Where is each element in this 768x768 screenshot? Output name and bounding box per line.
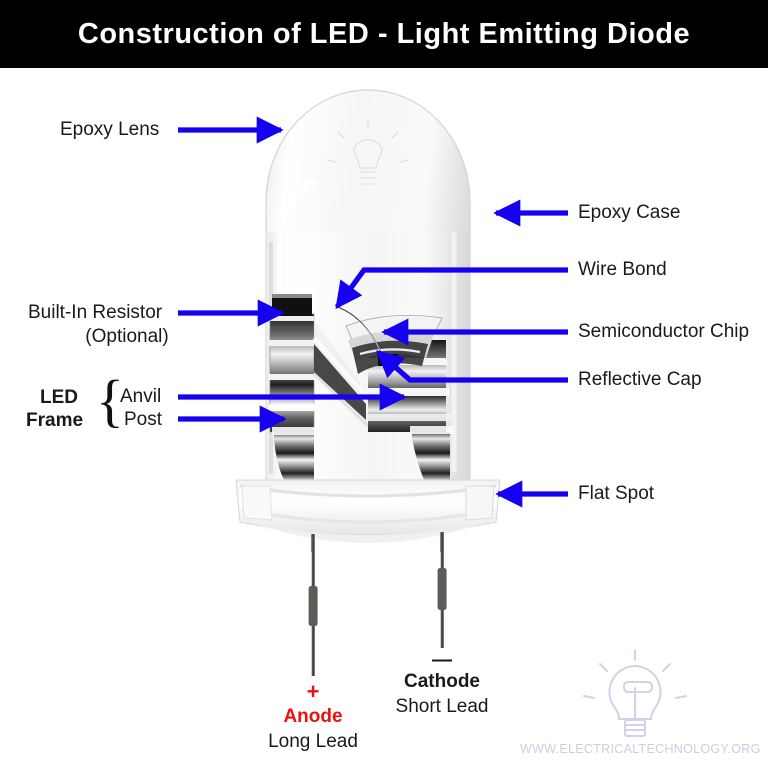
title-bar: Construction of LED - Light Emitting Dio… (0, 0, 768, 68)
label-cathode-short-lead: Short Lead (395, 696, 489, 717)
inner-bulb-watermark (327, 120, 409, 185)
anode-plus-sign: + (306, 679, 320, 704)
label-built-in-resistor-optional: (Optional) (85, 326, 169, 347)
label-cathode: Cathode (404, 671, 480, 692)
label-anvil: Anvil (120, 386, 162, 407)
flat-spot-notch (465, 485, 495, 521)
label-epoxy-case: Epoxy Case (578, 202, 681, 223)
label-anode-long-lead: Long Lead (268, 731, 358, 752)
watermark-text: WWW.ELECTRICALTECHNOLOGY.ORG (520, 742, 761, 756)
label-frame: Frame (26, 410, 84, 431)
label-built-in-resistor: Built-In Resistor (28, 302, 163, 323)
led-illustration (228, 82, 508, 552)
semiconductor-die (378, 354, 398, 366)
anode-lead-wire (308, 534, 318, 676)
lightbulb-icon (583, 649, 687, 737)
label-post: Post (124, 409, 163, 430)
led-frame-brace: { (96, 368, 124, 433)
label-led: LED (40, 387, 78, 408)
cathode-minus-sign: — (432, 649, 452, 671)
page-title: Construction of LED - Light Emitting Dio… (77, 17, 691, 50)
base-flange (235, 479, 501, 543)
label-semiconductor-chip: Semiconductor Chip (578, 321, 750, 342)
led-body-graphic (235, 89, 501, 552)
label-wire-bond: Wire Bond (578, 259, 667, 280)
label-flat-spot: Flat Spot (578, 483, 655, 504)
site-watermark: WWW.ELECTRICALTECHNOLOGY.ORG (520, 648, 761, 760)
label-epoxy-lens: Epoxy Lens (60, 119, 160, 140)
label-anode: Anode (283, 706, 343, 727)
label-reflective-cap: Reflective Cap (578, 369, 702, 390)
